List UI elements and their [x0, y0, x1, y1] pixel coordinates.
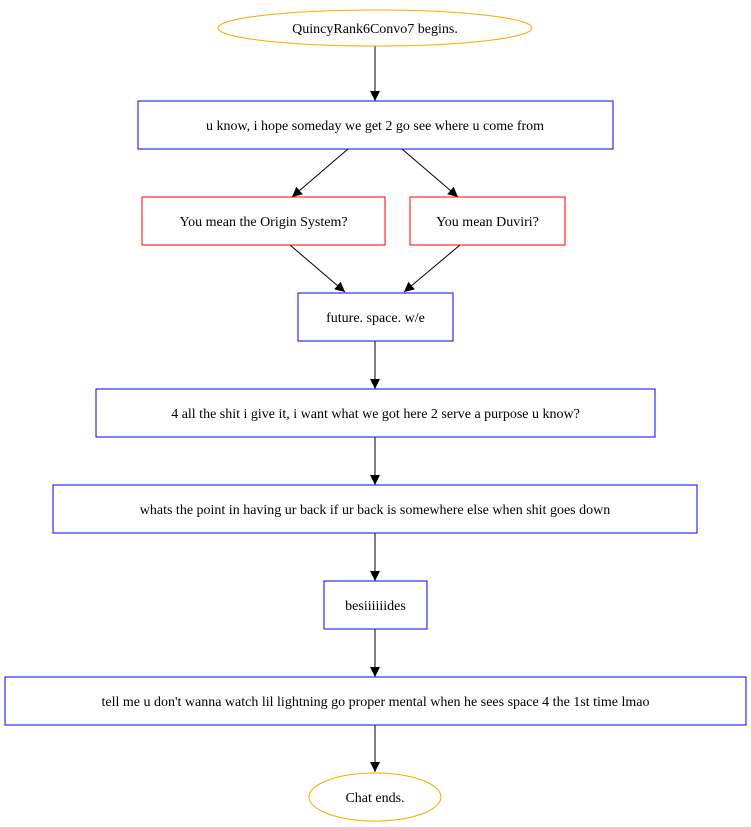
start-node: QuincyRank6Convo7 begins.	[217, 9, 533, 47]
edge-c2-n2	[403, 244, 461, 293]
dialogue-node-5-label: besiiiiiides	[345, 599, 406, 614]
dialogue-node-6-box	[4, 676, 747, 726]
dialogue-node-2-label: future. space. w/e	[326, 311, 425, 326]
edges-group	[289, 46, 461, 772]
dialogue-node-3-box	[95, 388, 656, 438]
start-node-shape	[217, 9, 533, 47]
dialogue-node-1: u know, i hope someday we get 2 go see w…	[137, 100, 614, 150]
end-node: Chat ends.	[308, 772, 442, 822]
dialogue-node-6: tell me u don't wanna watch lil lightnin…	[4, 676, 747, 726]
edge-n1-c2	[401, 148, 459, 198]
dialogue-node-3: 4 all the shit i give it, i want what we…	[95, 388, 656, 438]
dialogue-node-3-label: 4 all the shit i give it, i want what we…	[171, 407, 580, 422]
dialogue-node-6-label: tell me u don't wanna watch lil lightnin…	[102, 695, 650, 710]
edge-c1-n2	[289, 244, 346, 293]
choice-node-duviri-box	[409, 196, 566, 246]
end-node-label: Chat ends.	[345, 791, 404, 806]
start-node-label: QuincyRank6Convo7 begins.	[292, 22, 458, 37]
dialogue-node-1-label: u know, i hope someday we get 2 go see w…	[206, 119, 544, 134]
dialogue-node-4: whats the point in having ur back if ur …	[52, 484, 698, 534]
choice-node-origin-system-label: You mean the Origin System?	[179, 215, 347, 230]
dialogue-node-4-box	[52, 484, 698, 534]
dialogue-node-2-box	[297, 292, 454, 342]
choice-node-duviri-label: You mean Duviri?	[436, 215, 539, 230]
edge-n1-c1	[291, 148, 349, 198]
choice-node-origin-system-box	[141, 196, 386, 246]
end-node-shape	[308, 772, 442, 822]
dialogue-node-2: future. space. w/e	[297, 292, 454, 342]
dialogue-node-1-box	[137, 100, 614, 150]
choice-node-duviri: You mean Duviri?	[409, 196, 566, 246]
choice-node-origin-system: You mean the Origin System?	[141, 196, 386, 246]
dialogue-node-5: besiiiiiides	[323, 580, 428, 630]
dialogue-node-4-label: whats the point in having ur back if ur …	[140, 503, 610, 518]
dialogue-node-5-box	[323, 580, 428, 630]
